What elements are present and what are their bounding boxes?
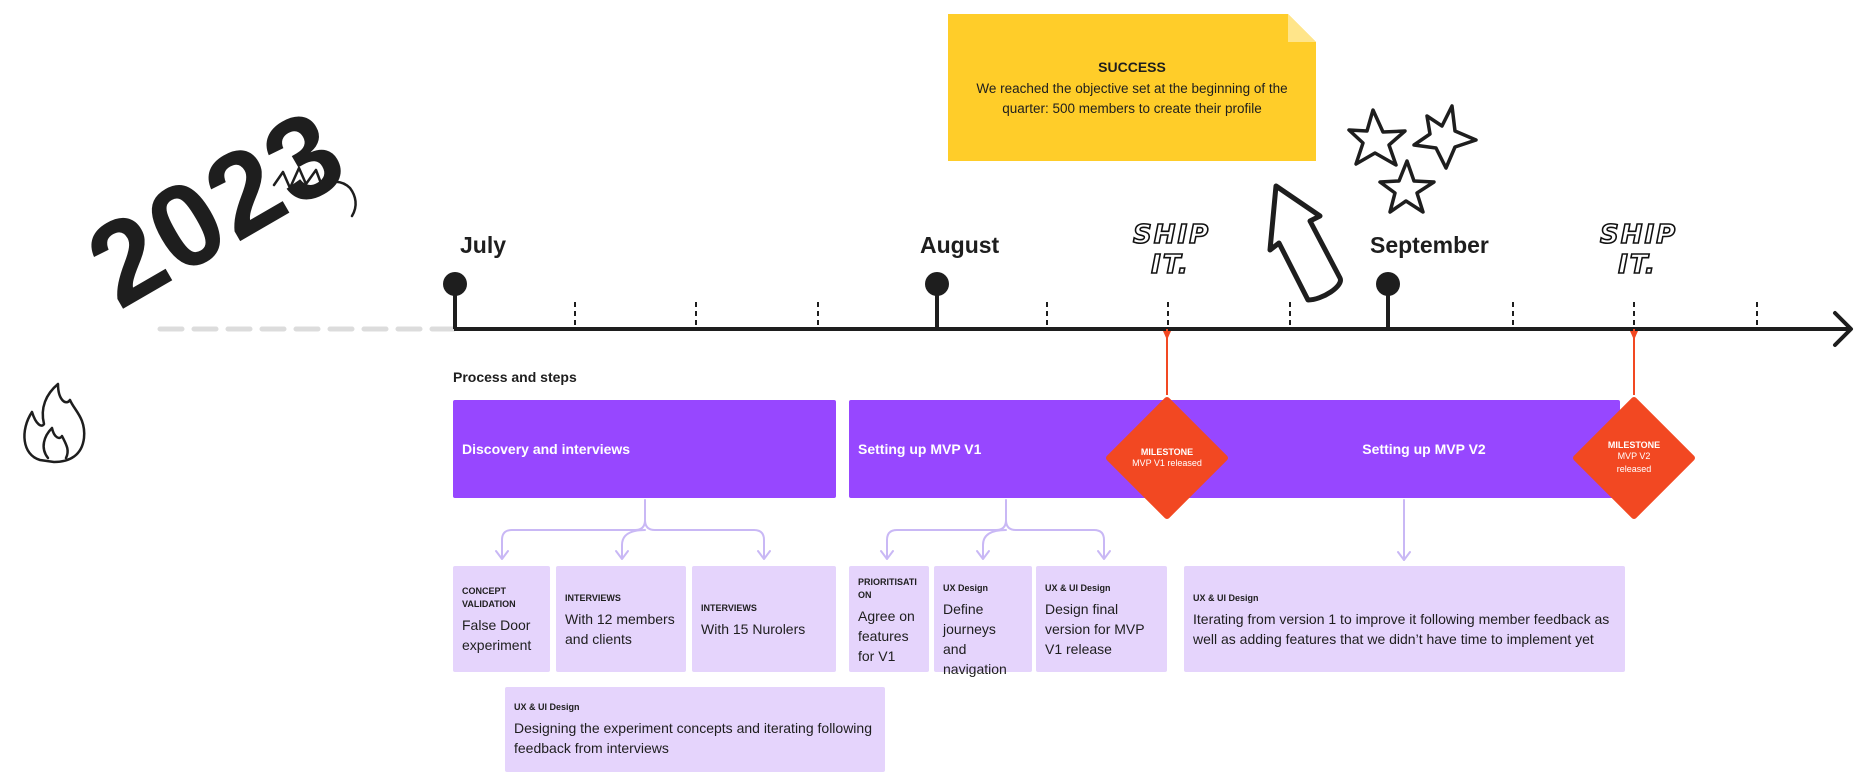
phase-mvp-v1[interactable]: Setting up MVP V1	[849, 400, 1189, 498]
phase-label: Setting up MVP V1	[858, 441, 982, 457]
sticky-title: SUCCESS	[1098, 59, 1166, 75]
card-tag: UX Design	[943, 583, 989, 593]
ship-it-line1: SHIP	[1132, 219, 1211, 251]
milestone-mvp-v1[interactable]: MILESTONE MVP V1 released	[1092, 383, 1242, 533]
card-description: Designing the experiment concepts and it…	[514, 720, 872, 756]
card-design-final[interactable]: UX & UI Design Design final version for …	[1036, 566, 1167, 672]
sticky-fold-icon	[1288, 14, 1316, 42]
phase-discovery[interactable]: Discovery and interviews	[453, 400, 836, 498]
card-description: False Door experiment	[462, 617, 532, 653]
month-label-september: September	[1370, 232, 1489, 258]
phase-label: Setting up MVP V2	[1362, 441, 1486, 457]
milestone-subtitle: MVP V1 released	[1132, 457, 1202, 468]
milestone-connector-1	[1163, 329, 1171, 395]
card-interviews-members[interactable]: INTERVIEWS With 12 members and clients	[556, 566, 686, 672]
card-description: Iterating from version 1 to improve it f…	[1193, 611, 1610, 647]
milestone-title: MILESTONE	[1607, 440, 1661, 450]
arrow-icon	[1267, 183, 1343, 303]
ship-it-line2: IT.	[1617, 249, 1657, 281]
card-tag: PRIORITISATI ON	[858, 577, 917, 600]
phase-label: Discovery and interviews	[462, 441, 631, 457]
card-experiment-concepts[interactable]: UX & UI Design Designing the experiment …	[505, 687, 885, 772]
card-iterating-v2[interactable]: UX & UI Design Iterating from version 1 …	[1184, 566, 1625, 672]
card-tag: UX & UI Design	[514, 702, 580, 712]
card-concept-validation[interactable]: CONCEPT VALIDATION False Door experiment	[453, 566, 550, 672]
month-label-august: August	[920, 232, 1000, 258]
card-tag: INTERVIEWS	[701, 603, 757, 613]
card-tag: CONCEPT VALIDATION	[462, 586, 516, 609]
milestone-title: MILESTONE	[1140, 446, 1194, 457]
card-tag: UX & UI Design	[1045, 583, 1111, 593]
card-prioritisation[interactable]: PRIORITISATI ON Agree on features for V1	[849, 566, 929, 672]
milestone-mvp-v2[interactable]: MILESTONE MVP V2 released	[1559, 383, 1709, 533]
card-description: With 15 Nurolers	[701, 621, 806, 637]
sticky-body: We reached the objective set at the begi…	[976, 81, 1288, 116]
timeline-arrowhead	[1833, 311, 1853, 347]
ship-it-line2: IT.	[1150, 249, 1190, 281]
card-description: Design final version for MVP V1 release	[1045, 601, 1145, 657]
month-marker-july	[443, 272, 467, 329]
ship-it-line1: SHIP	[1599, 219, 1678, 251]
card-ux-design[interactable]: UX Design Define journeys and navigation	[934, 566, 1032, 677]
card-description: Define journeys and navigation	[943, 601, 1007, 677]
milestone-connector-2	[1630, 329, 1638, 395]
card-description: With 12 members and clients	[565, 611, 675, 647]
card-description: Agree on features for V1	[858, 608, 915, 664]
card-tag: INTERVIEWS	[565, 593, 621, 603]
card-tag: UX & UI Design	[1193, 593, 1259, 603]
flame-icon	[23, 382, 86, 464]
ship-it-label-2: SHIP IT.	[1599, 219, 1678, 281]
section-label: Process and steps	[453, 369, 577, 385]
week-ticks	[574, 302, 1758, 327]
card-interviews-nurolers[interactable]: INTERVIEWS With 15 Nurolers	[692, 566, 836, 672]
month-marker-september	[1376, 272, 1400, 329]
ship-it-label-1: SHIP IT.	[1132, 219, 1211, 281]
success-sticky-note[interactable]: SUCCESS We reached the objective set at …	[948, 14, 1316, 161]
month-marker-august	[925, 272, 949, 329]
phase-mvp-v2[interactable]: Setting up MVP V2	[1180, 400, 1620, 498]
scribble-icon	[272, 166, 357, 218]
milestone-subtitle: MVP V2 released	[1616, 451, 1652, 474]
stars-icon	[1347, 104, 1478, 214]
month-label-july: July	[460, 232, 507, 258]
flow-connectors	[495, 499, 1411, 561]
